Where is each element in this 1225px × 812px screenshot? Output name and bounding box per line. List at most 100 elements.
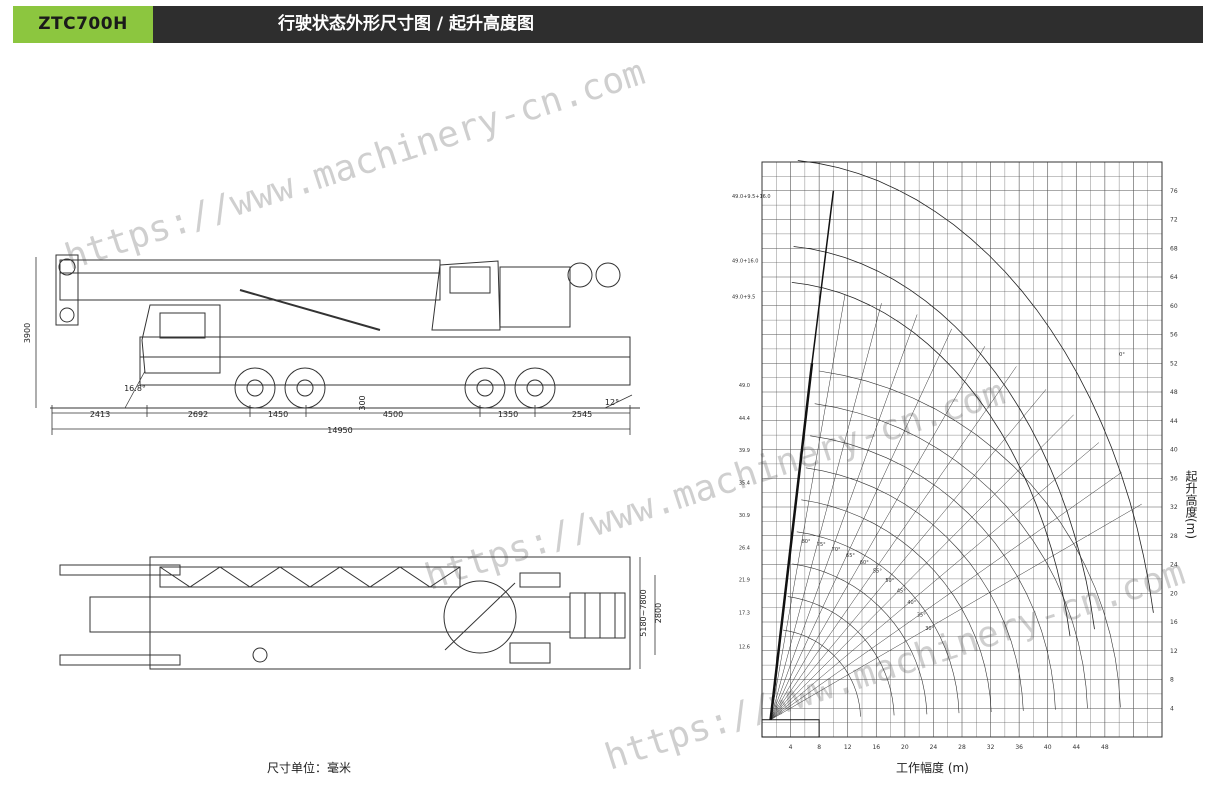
dim-1: 2413 <box>90 410 110 419</box>
x-tick-label: 40 <box>1044 744 1052 751</box>
boom-sheave <box>58 258 76 276</box>
departure-angle: 12° <box>605 398 619 407</box>
x-tick-label: 48 <box>1101 744 1109 751</box>
dim-6: 2545 <box>572 410 592 419</box>
counterweight-top <box>569 592 626 639</box>
slewing-ring <box>443 580 517 654</box>
angle-label: 65° <box>846 553 855 559</box>
height-label: 3900 <box>23 323 32 343</box>
carrier-cab <box>141 304 221 374</box>
angle-label: 75° <box>817 542 826 548</box>
x-tick-label: 4 <box>789 744 793 751</box>
y-tick-label: 36 <box>1170 475 1178 482</box>
boom-length-label: 26.4 <box>739 545 750 551</box>
wheel-2 <box>284 367 326 409</box>
jib-radius-curve <box>797 160 1154 613</box>
dim-2: 2692 <box>188 410 208 419</box>
chassis <box>139 336 631 386</box>
y-tick-label: 40 <box>1170 447 1178 454</box>
y-tick-label: 76 <box>1170 188 1178 195</box>
boom-angle-line <box>770 472 1122 720</box>
boom-angle-line <box>770 442 1100 720</box>
lattice-jib <box>159 566 461 588</box>
jib-config-label: 49.0+9.5 <box>732 295 755 301</box>
dim-5: 1350 <box>498 410 518 419</box>
boom-angle-line <box>770 503 1142 720</box>
dim-4: 4500 <box>383 410 403 419</box>
model-tag: ZTC700H <box>13 6 153 43</box>
boom-length-label: 39.9 <box>739 448 750 454</box>
y-tick-label: 16 <box>1170 619 1178 626</box>
winch-drum-2 <box>595 262 621 288</box>
boom-radius-curve <box>787 596 895 716</box>
boom-length-label: 17.3 <box>739 611 750 617</box>
angle-label: 40° <box>907 600 916 606</box>
wheel-4 <box>514 367 556 409</box>
x-tick-label: 24 <box>930 744 938 751</box>
x-tick-label: 32 <box>987 744 995 751</box>
document-title: 行驶状态外形尺寸图 / 起升高度图 <box>278 14 535 34</box>
width-label: 2800 <box>654 603 663 623</box>
y-tick-label: 44 <box>1170 418 1178 425</box>
wheel-1 <box>234 367 276 409</box>
angle-label: 45° <box>897 589 906 595</box>
angle-label: 0° <box>1119 352 1125 358</box>
y-tick-label: 68 <box>1170 245 1178 252</box>
boom-head <box>55 254 79 326</box>
boom-length-label: 30.9 <box>739 513 750 519</box>
top-view-drawing: 5180~7800 2800 <box>59 556 663 670</box>
outrigger-beam-rear <box>59 654 181 666</box>
x-tick-label: 16 <box>872 744 880 751</box>
side-view-drawing: 3900 2413 2692 1450 4500 1350 2545 14950… <box>23 254 640 435</box>
y-tick-label: 28 <box>1170 533 1178 540</box>
boom-radius-curve <box>805 467 1024 711</box>
y-tick-label: 12 <box>1170 648 1178 655</box>
counterweight <box>499 266 571 328</box>
hook-block-top <box>252 647 268 663</box>
plot-frame <box>761 161 1163 738</box>
boom-angle-line <box>770 389 1047 720</box>
angle-label: 70° <box>832 547 841 553</box>
boom-length-label: 12.6 <box>739 644 750 650</box>
angle-label: 50° <box>885 578 894 584</box>
luffing-cylinder <box>239 289 381 331</box>
boom-radius-curve <box>792 563 928 715</box>
outrigger-beam-front <box>59 564 181 576</box>
boom-radius-curve <box>819 370 1121 708</box>
boom-length-label: 35.4 <box>739 481 750 487</box>
boom-angle-line <box>770 303 882 720</box>
angle-label: 55° <box>873 569 882 575</box>
x-axis-title: 工作幅度 (m) <box>896 761 969 775</box>
y-tick-label: 8 <box>1170 677 1174 684</box>
operator-cab <box>431 260 501 331</box>
y-tick-label: 56 <box>1170 332 1178 339</box>
winch-drum-1 <box>567 262 593 288</box>
boom-angle-line <box>770 328 952 720</box>
crane-base-icon <box>761 719 820 738</box>
jib-config-label: 49.0+16.0 <box>732 259 758 265</box>
y-tick-label: 20 <box>1170 590 1178 597</box>
boom-length-label: 21.9 <box>739 578 750 584</box>
jib-config-label: 49.0+9.5+16.0 <box>732 194 771 200</box>
y-axis-title: 起升高度(m) <box>1184 470 1198 540</box>
y-tick-label: 52 <box>1170 360 1178 367</box>
x-tick-label: 12 <box>844 744 852 751</box>
fly-jib <box>811 190 835 364</box>
boom-length-label: 49.0 <box>739 383 750 389</box>
angle-label: 30° <box>925 626 934 632</box>
x-tick-label: 20 <box>901 744 909 751</box>
boom-angle-line <box>770 314 918 720</box>
outrigger-span-label: 5180~7800 <box>639 589 648 636</box>
jib-radius-curve <box>793 246 1095 630</box>
dim-3: 1450 <box>268 410 288 419</box>
angle-label: 35° <box>917 613 926 619</box>
y-tick-label: 24 <box>1170 562 1178 569</box>
approach-angle: 16.8° <box>124 384 146 393</box>
y-tick-label: 32 <box>1170 504 1178 511</box>
boom-angle-line <box>770 295 846 720</box>
boom-angle-line <box>770 366 1017 720</box>
boom-radius-curve <box>796 531 960 714</box>
ground-clearance: 300 <box>358 395 367 410</box>
boom-angle-line <box>770 414 1074 720</box>
wheel-3 <box>464 367 506 409</box>
